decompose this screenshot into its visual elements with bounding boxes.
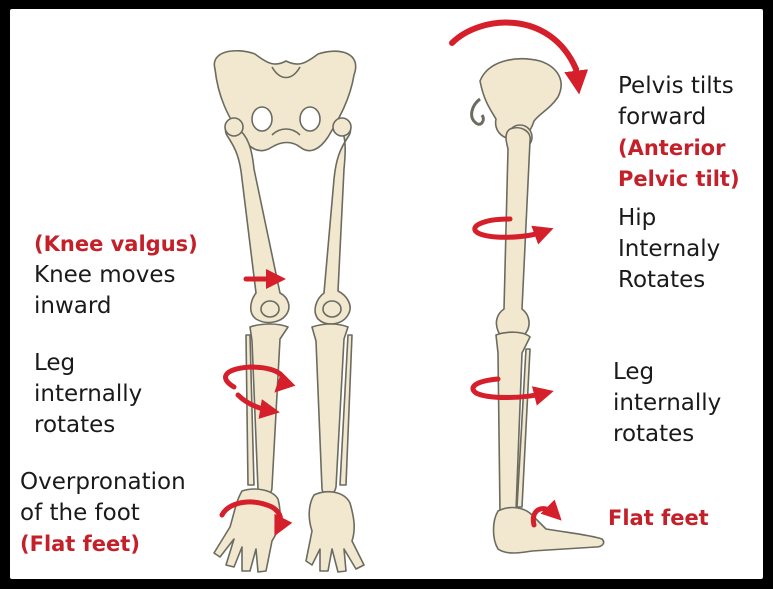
front-leg-line-3: rotates [34, 412, 116, 438]
knee-line-1: Knee moves [34, 262, 176, 288]
side-leg-line-2: internally [613, 390, 722, 416]
hip-line-3: Rotates [618, 267, 706, 293]
knee-valgus-highlight: (Knee valgus) [34, 232, 198, 256]
side-leg-line-1: Leg [613, 359, 655, 385]
side-leg-line-3: rotates [613, 421, 695, 447]
rotation-arrow-icon [472, 216, 554, 245]
overpronation-line-1: Overpronation [20, 469, 186, 495]
foot-bones-icon [492, 506, 605, 554]
front-leg-rotation-label: Leg internally rotates [34, 348, 142, 441]
front-leg-line-2: internally [34, 381, 143, 407]
overpronation-label: Overpronation of the foot (Flat feet) [20, 467, 186, 560]
rotation-arrow-icon [530, 499, 562, 528]
foot-bones-icon [213, 488, 281, 573]
femur-icon [224, 124, 290, 324]
rotation-arrow-icon [470, 376, 554, 406]
pelvis-line-2: forward [618, 104, 707, 130]
diagram-frame: (Knee valgus) Knee moves inward Leg inte… [10, 9, 763, 579]
hip-line-2: Internaly [618, 236, 721, 262]
side-leg-rotation-label: Leg internally rotates [613, 357, 721, 450]
side-flat-feet-label: Flat feet [608, 503, 709, 534]
rotation-arrow-icon [449, 19, 589, 95]
skeleton-illustration [213, 19, 605, 573]
pelvis-bone-icon [213, 49, 357, 152]
anterior-pelvic-tilt-highlight-2: Pelvic tilt) [618, 167, 740, 191]
foot-bones-icon [305, 490, 365, 573]
anterior-pelvic-tilt-highlight-1: (Anterior [618, 136, 726, 160]
side-flat-feet-highlight: Flat feet [608, 506, 709, 530]
knee-valgus-label: (Knee valgus) Knee moves inward [34, 229, 198, 322]
knee-line-2: inward [34, 293, 112, 319]
rotation-arrow-icon [219, 499, 293, 537]
rotation-arrow-icon [223, 364, 296, 393]
pelvis-line-1: Pelvis tilts [618, 73, 734, 99]
front-flat-feet-highlight: (Flat feet) [20, 532, 140, 556]
femur-icon [314, 124, 352, 325]
front-leg-line-1: Leg [34, 350, 76, 376]
overpronation-line-2: of the foot [20, 500, 140, 526]
pelvis-bone-icon [479, 58, 562, 141]
hip-rotation-label: Hip Internaly Rotates [618, 203, 720, 296]
hip-line-1: Hip [618, 205, 657, 231]
pelvis-tilt-label: Pelvis tilts forward (Anterior Pelvic ti… [618, 71, 740, 195]
